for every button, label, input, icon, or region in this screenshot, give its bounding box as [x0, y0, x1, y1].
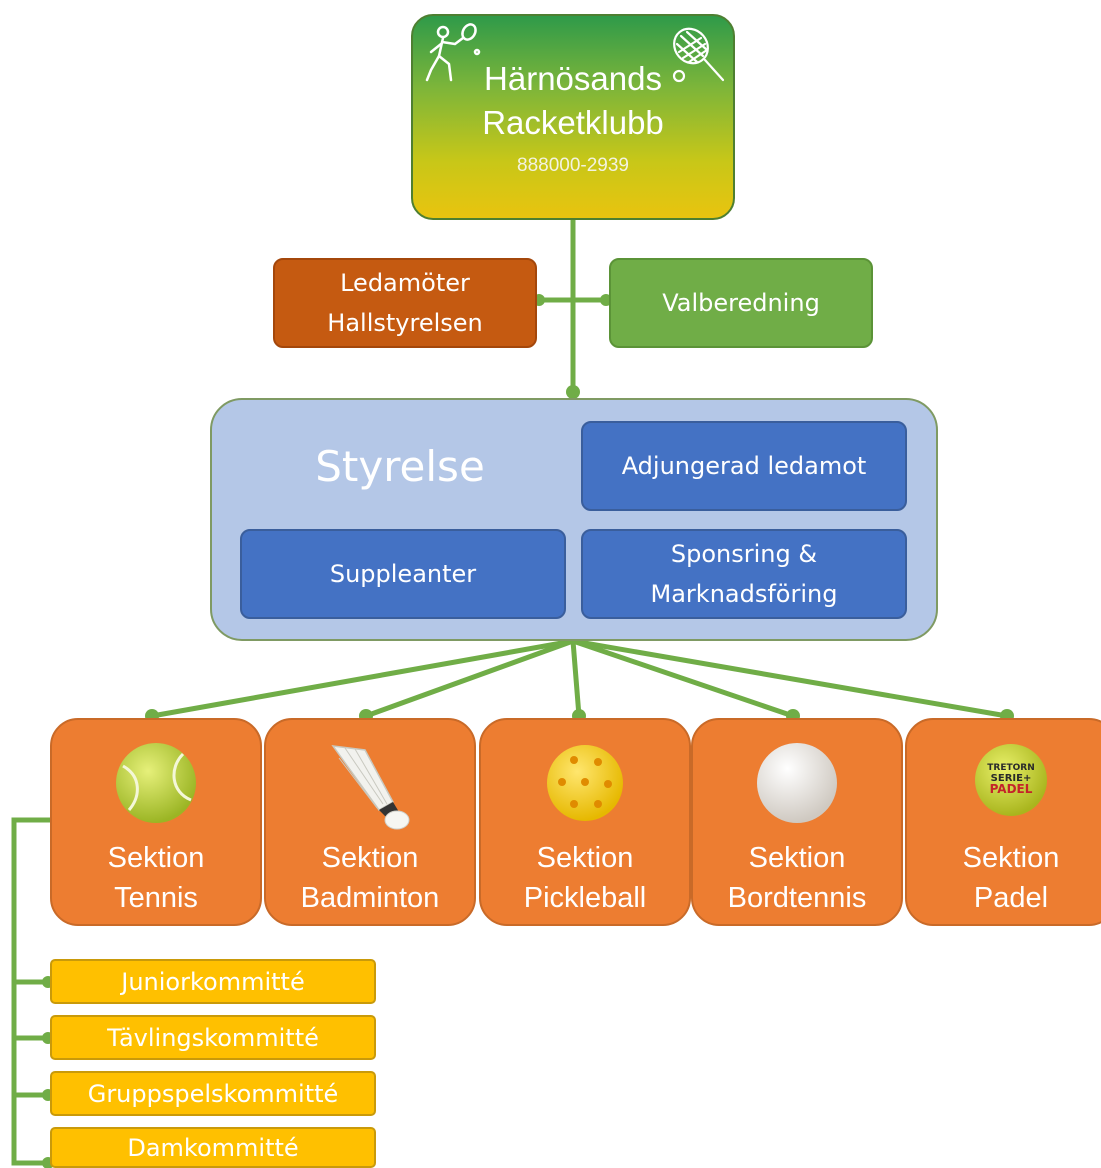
- sponsring-line2: Marknadsföring: [650, 580, 838, 608]
- section-pickleball-line2: Pickleball: [523, 882, 647, 914]
- committee-dam-label: Damkommitté: [127, 1133, 299, 1162]
- section-tennis-line2: Tennis: [114, 882, 198, 914]
- adjungerad-ledamot-box: Adjungerad ledamot: [581, 421, 907, 511]
- section-tennis: Sektion Tennis: [50, 718, 262, 926]
- connector-pickleball: [570, 638, 582, 719]
- club-name-line1: Härnösands: [484, 60, 662, 97]
- tennis-player-icon: [425, 23, 481, 82]
- section-bordtennis-line1: Sektion: [748, 842, 846, 874]
- tennis-racket-icon: [672, 27, 725, 83]
- section-pickleball: Sektion Pickleball: [479, 718, 691, 926]
- section-badminton: Sektion Badminton: [264, 718, 476, 926]
- section-padel-line1: Sektion: [962, 842, 1060, 874]
- connector-badminton: [363, 638, 576, 719]
- section-badminton-line2: Badminton: [300, 882, 440, 914]
- adjungerad-label: Adjungerad ledamot: [621, 452, 867, 480]
- connector-tennis: [149, 638, 576, 719]
- connector-padel: [570, 638, 1010, 719]
- pickleball-icon: [547, 745, 623, 821]
- section-pickleball-line1: Sektion: [536, 842, 634, 874]
- section-bordtennis: Sektion Bordtennis: [691, 718, 903, 926]
- styrelse-title: Styrelse: [315, 441, 485, 491]
- valberedning-box: Valberedning: [609, 258, 873, 348]
- sponsring-marknadsforing-box: Sponsring & Marknadsföring: [581, 529, 907, 619]
- ledamoter-line1: Ledamöter: [340, 269, 470, 297]
- padel-ball-icon: TRETORN SERIE+ PADEL: [975, 744, 1047, 816]
- section-badminton-line1: Sektion: [321, 842, 419, 874]
- padel-print-line1: TRETORN: [987, 763, 1034, 773]
- ledamoter-line2: Hallstyrelsen: [327, 309, 483, 337]
- committee-tavling-label: Tävlingskommitté: [107, 1023, 319, 1052]
- section-padel-line2: Padel: [973, 882, 1049, 914]
- club-org-number: 888000-2939: [517, 155, 629, 176]
- suppleanter-label: Suppleanter: [329, 560, 477, 588]
- committee-gruppspel-label: Gruppspelskommitté: [87, 1079, 339, 1108]
- section-tennis-line1: Sektion: [107, 842, 205, 874]
- tennis-ball-icon: [116, 743, 196, 823]
- committee-tavling: Tävlingskommitté: [50, 1015, 376, 1060]
- suppleanter-box: Suppleanter: [240, 529, 566, 619]
- sponsring-line1: Sponsring &: [670, 540, 818, 568]
- section-bordtennis-line2: Bordtennis: [727, 882, 867, 914]
- club-box: Härnösands Racketklubb 888000-2939: [411, 14, 735, 220]
- padel-print-line3: PADEL: [990, 782, 1033, 796]
- committee-dam: Damkommitté: [50, 1127, 376, 1168]
- section-padel: TRETORN SERIE+ PADEL Sektion Padel: [905, 718, 1101, 926]
- club-name-line2: Racketklubb: [482, 104, 664, 141]
- padel-print-line2: SERIE+: [991, 773, 1032, 784]
- ping-pong-ball-icon: [757, 743, 837, 823]
- committee-junior-label: Juniorkommitté: [121, 967, 305, 996]
- valberedning-label: Valberedning: [662, 289, 820, 317]
- committee-junior: Juniorkommitté: [50, 959, 376, 1004]
- committee-gruppspel: Gruppspelskommitté: [50, 1071, 376, 1116]
- ledamoter-hallstyrelsen-box: Ledamöter Hallstyrelsen: [273, 258, 537, 348]
- shuttlecock-icon: [331, 745, 410, 830]
- connector-committee-spine: [11, 817, 53, 1166]
- connector-bordtennis: [570, 638, 796, 719]
